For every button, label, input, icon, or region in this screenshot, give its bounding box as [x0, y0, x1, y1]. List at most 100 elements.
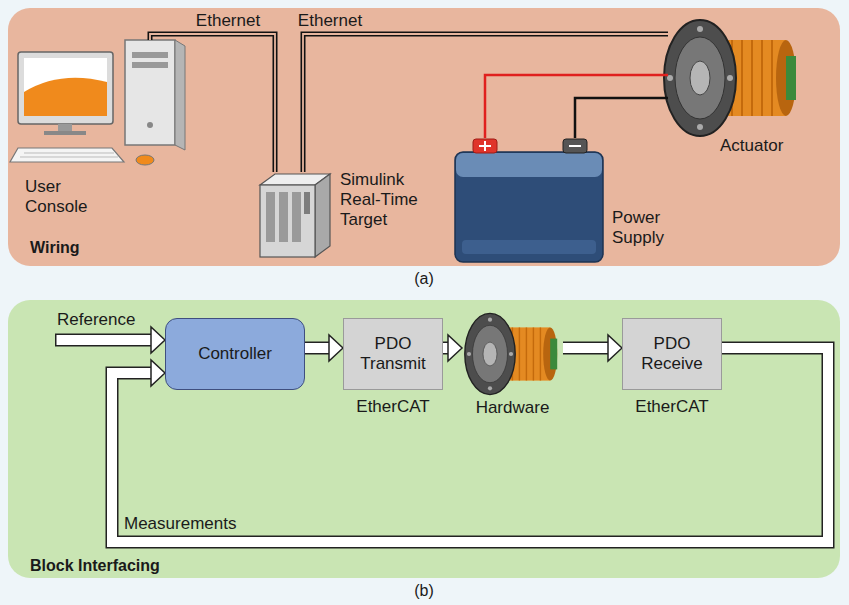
cable-core — [303, 34, 668, 172]
label-holder: Power Supply — [612, 208, 682, 248]
block-name: Hardware — [476, 398, 550, 418]
edge-label: Measurements — [124, 514, 236, 534]
hardware-illustration-part — [473, 325, 508, 382]
hardware-illustration-part — [509, 352, 513, 356]
panel-title: Block Interfacing — [30, 556, 160, 576]
target-machine-illustration-part — [304, 192, 310, 214]
actuator-illustration-part — [675, 37, 725, 119]
battery-illustration-part — [455, 152, 603, 262]
device-label: Actuator — [720, 136, 783, 156]
panel-ground — [8, 300, 840, 578]
real-time-target: Simulink Real-Time Target — [255, 172, 333, 258]
arrow-outline — [305, 342, 330, 355]
signal-label: Reference — [57, 310, 135, 330]
hardware-illustration-part — [467, 352, 471, 356]
computer-illustration-part — [24, 58, 107, 116]
wiring-panel: WiringUser ConsoleSimulink Real-Time Tar… — [8, 8, 840, 266]
computer-illustration-part — [20, 153, 118, 157]
device-label: Power Supply — [612, 208, 682, 248]
signal-arrow — [563, 335, 622, 361]
label-holder: (b) — [274, 581, 574, 601]
controller-block: Controller — [165, 318, 305, 390]
reference-arrow-part — [57, 335, 154, 345]
label-holder: Hardware — [422, 398, 603, 418]
edge-label: Ethernet — [196, 11, 260, 31]
actuator-illustration-part — [690, 61, 710, 95]
label-holder: EtherCAT — [583, 397, 761, 417]
computer-illustration-part — [136, 155, 154, 165]
actuator: Actuator — [668, 18, 808, 133]
computer-illustration-part — [10, 148, 124, 162]
wire-line — [485, 75, 668, 138]
block-interfacing-panel: Block Interfacing Controller PDO TransmitE… — [8, 300, 840, 578]
actuator-illustration — [664, 20, 796, 136]
battery-illustration-part — [479, 141, 491, 151]
arrow-head — [329, 335, 343, 361]
target-machine-illustration-part — [292, 192, 301, 242]
panel-title: Wiring — [30, 238, 80, 258]
protocol-label: EtherCAT — [356, 397, 429, 417]
battery-illustration-part — [462, 240, 596, 254]
computer-illustration-part — [147, 122, 153, 128]
label-holder: Wiring — [30, 238, 80, 258]
computer-illustration-part — [132, 62, 168, 68]
edge-label: Ethernet — [298, 11, 362, 31]
hardware-illustration-part — [488, 318, 492, 322]
panel-caption: (a) — [414, 269, 434, 289]
target-machine-illustration-part — [315, 174, 330, 257]
label-holder: Reference — [57, 310, 135, 330]
actuator-illustration-part — [697, 124, 703, 130]
hardware-illustration-part — [543, 327, 557, 380]
hardware-illustration — [465, 313, 557, 394]
arrow-head — [448, 335, 462, 361]
battery-illustration-part — [569, 145, 581, 147]
signal-arrow — [443, 335, 462, 361]
target-machine-illustration — [260, 174, 330, 257]
target-machine-illustration-part — [260, 185, 315, 257]
arrow-head — [608, 335, 622, 361]
ethernet-cable — [303, 34, 668, 172]
actuator-illustration-part — [786, 56, 796, 100]
label-holder: Block Interfacing — [30, 556, 160, 576]
target-machine-illustration-part — [279, 192, 288, 242]
protocol-label: EtherCAT — [635, 397, 708, 417]
hardware-illustration-part — [550, 339, 557, 370]
label-holder: User Console — [25, 177, 105, 217]
power-wire — [575, 98, 668, 138]
device-label: Simulink Real-Time Target — [340, 170, 435, 230]
target-machine-illustration-part — [266, 192, 275, 242]
hardware-illustration-part — [488, 386, 492, 390]
signal-arrow — [305, 335, 343, 361]
ethernet-cable — [150, 34, 275, 172]
reference-arrow-part — [55, 334, 152, 347]
arrow-body — [563, 343, 609, 353]
user-console: User Console — [15, 40, 195, 170]
hardware-image: Hardware — [462, 313, 563, 395]
computer-illustration-part — [18, 52, 113, 124]
cable-outline — [303, 34, 668, 172]
power-supply: Power Supply — [455, 138, 605, 263]
device-label: User Console — [25, 177, 105, 217]
computer-illustration-part — [175, 40, 185, 150]
computer-illustration-part — [44, 131, 86, 135]
label-holder: Measurements — [124, 514, 236, 534]
pdo-receive-block: PDO ReceiveEtherCAT — [622, 318, 722, 390]
computer-illustration-part — [24, 78, 107, 116]
block-name: PDO Transmit — [351, 334, 435, 374]
reference-arrow-part — [151, 327, 165, 353]
label-holder: Actuator — [720, 136, 783, 156]
label-holder: EtherCAT — [304, 397, 482, 417]
arrow-body — [305, 343, 330, 353]
block-name: PDO Receive — [630, 334, 714, 374]
computer-illustration — [10, 40, 185, 165]
battery-illustration-part — [456, 153, 602, 177]
actuator-illustration-part — [776, 40, 796, 116]
actuator-illustration-part — [664, 20, 736, 136]
block-name: Controller — [198, 344, 272, 364]
cable-core — [150, 34, 275, 172]
wire-line — [575, 98, 668, 138]
arrow-head — [151, 360, 165, 386]
panel-caption: (b) — [414, 581, 434, 601]
panel-ground — [8, 8, 840, 266]
computer-illustration-part — [125, 40, 175, 145]
